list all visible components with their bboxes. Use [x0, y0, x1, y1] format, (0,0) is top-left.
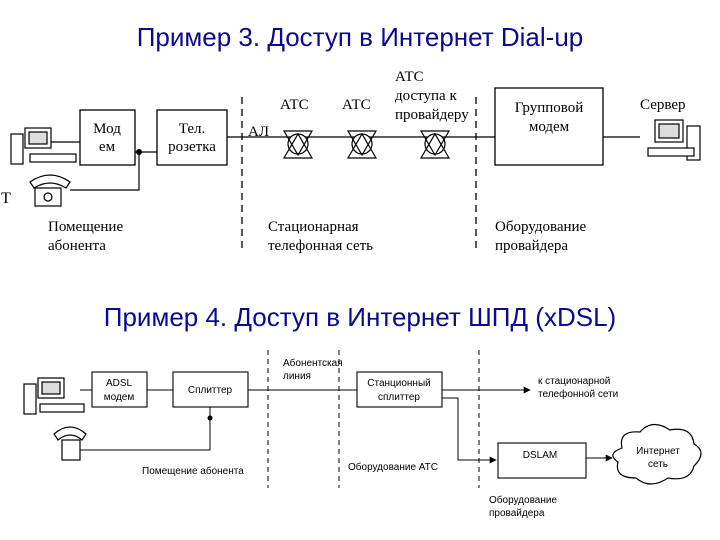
zone3-label-2: провайдера — [495, 238, 568, 254]
to-phone-label-1: к стационарной — [538, 376, 610, 387]
internet-cloud-icon — [612, 423, 702, 485]
phone-icon — [29, 174, 71, 207]
st-splitter-label-1: Станционный — [367, 378, 430, 389]
dslam-box — [497, 442, 587, 479]
phone-label: Т — [1, 190, 11, 207]
modem-label-1: Мод — [93, 121, 121, 137]
zone2-label-1: Стационарная — [268, 219, 359, 235]
zone6-label-1: Оборудование — [489, 494, 557, 506]
ats3-label-1: АТС — [395, 69, 424, 85]
zone6-label-2: провайдера — [489, 508, 545, 519]
splitter-label: Сплиттер — [188, 385, 233, 396]
ats3-label-2: доступа к — [395, 88, 457, 104]
to-dslam-arrow — [442, 397, 497, 464]
st-splitter-label-2: сплиттер — [378, 392, 420, 403]
cloud-label-2: сеть — [648, 459, 668, 470]
phone-icon-2 — [53, 426, 87, 461]
zone1-label-1: Помещение — [48, 219, 123, 235]
group-modem-box — [494, 87, 604, 166]
ats3-label-3: провайдеру — [395, 107, 469, 123]
modem-box — [79, 109, 136, 166]
ats-node-1 — [282, 130, 314, 159]
to-phone-label-2: телефонной сети — [538, 388, 618, 400]
adsl-label-2: модем — [104, 392, 135, 403]
dslam-label: DSLAM — [523, 450, 557, 461]
line-label-2: линия — [283, 371, 311, 382]
ats-node-2 — [346, 130, 378, 159]
ats1-label: АТС — [280, 97, 309, 113]
station-splitter-box — [356, 371, 443, 408]
cloud-label-1: Интернет — [636, 446, 680, 457]
zone4-label: Помещение абонента — [142, 465, 244, 477]
al-label: АЛ — [248, 124, 269, 140]
computer-icon-2 — [23, 377, 85, 415]
server-label: Сервер — [640, 97, 686, 113]
zone5-label: Оборудование АТС — [348, 461, 438, 473]
zone2-label-2: телефонная сеть — [268, 238, 373, 254]
example4-title: Пример 4. Доступ в Интернет ШПД (xDSL) — [103, 302, 617, 332]
adsl-label-1: ADSL — [106, 378, 133, 389]
ats2-label: АТС — [342, 97, 371, 113]
socket-box — [156, 109, 228, 166]
ats-node-3 — [419, 130, 451, 159]
phone-line-2 — [80, 407, 211, 451]
socket-label-2: розетка — [168, 139, 216, 155]
socket-label-1: Тел. — [179, 121, 205, 137]
phone-line — [70, 152, 140, 191]
group-modem-label-1: Групповой — [515, 100, 584, 116]
modem-label-2: ем — [99, 139, 116, 155]
computer-icon — [10, 127, 80, 165]
zone1-label-2: абонента — [48, 238, 106, 254]
line-label-1: Абонентская — [283, 357, 343, 369]
server-icon — [647, 119, 701, 161]
zone3-label-1: Оборудование — [495, 219, 587, 235]
example3-title: Пример 3. Доступ в Интернет Dial-up — [136, 22, 584, 52]
splitter-box — [172, 371, 249, 408]
group-modem-label-2: модем — [529, 119, 570, 135]
